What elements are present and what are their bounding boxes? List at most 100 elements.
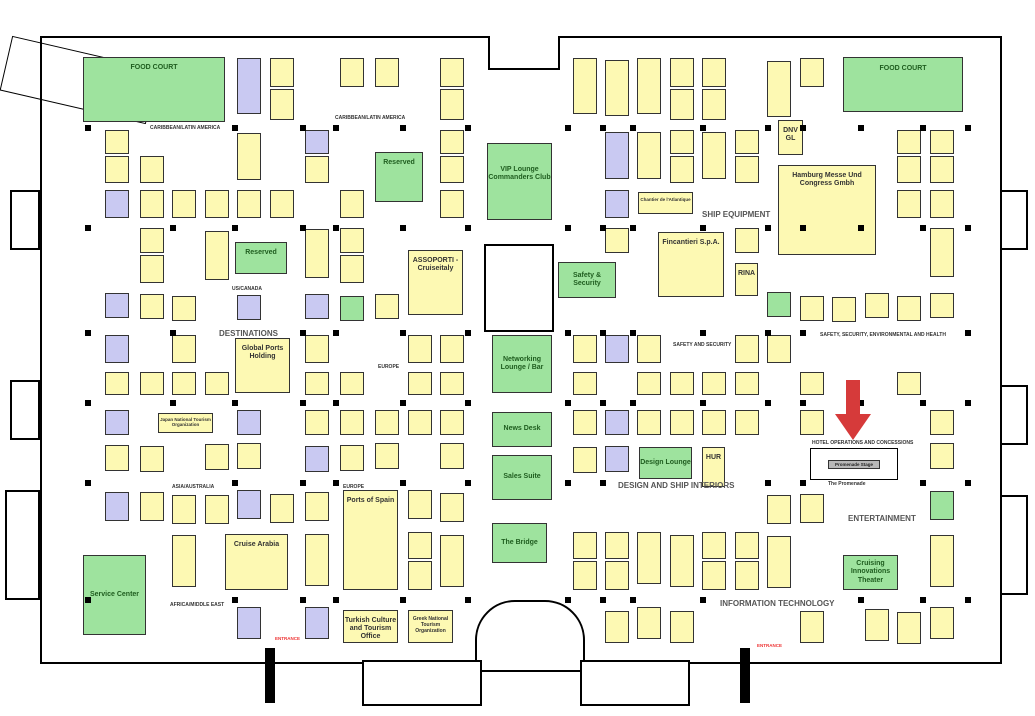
exhibitor-booth[interactable] <box>305 130 329 154</box>
exhibitor-booth[interactable] <box>105 130 129 154</box>
exhibitor-booth[interactable] <box>637 372 661 395</box>
exhibitor-booth[interactable] <box>440 410 464 435</box>
exhibitor-booth[interactable] <box>305 229 329 278</box>
exhibitor-booth[interactable] <box>140 156 164 183</box>
exhibitor-booth[interactable] <box>735 410 759 435</box>
exhibitor-booth[interactable] <box>440 335 464 363</box>
exhibitor-booth[interactable] <box>105 335 129 363</box>
exhibitor-booth[interactable] <box>340 58 364 87</box>
exhibitor-booth[interactable] <box>375 443 399 469</box>
exhibitor-booth[interactable] <box>270 58 294 87</box>
sales-suite[interactable]: Sales Suite <box>492 455 552 500</box>
exhibitor-booth[interactable] <box>237 58 261 114</box>
exhibitor-booth[interactable] <box>408 561 432 590</box>
exhibitor-booth[interactable] <box>305 492 329 521</box>
exhibitor-booth[interactable] <box>205 495 229 524</box>
exhibitor-booth[interactable] <box>105 190 129 218</box>
exhibitor-booth[interactable] <box>340 228 364 253</box>
exhibitor-booth[interactable] <box>172 190 196 218</box>
exhibitor-booth[interactable] <box>605 561 629 590</box>
exhibitor-booth[interactable] <box>670 58 694 87</box>
exhibitor-booth[interactable] <box>172 335 196 363</box>
the-bridge[interactable]: The Bridge <box>492 523 547 563</box>
exhibitor-booth[interactable] <box>305 156 329 183</box>
exhibitor-booth[interactable] <box>800 372 824 395</box>
service-center[interactable]: Service Center <box>83 555 146 635</box>
exhibitor-booth[interactable] <box>930 228 954 277</box>
exhibitor-booth[interactable] <box>172 535 196 587</box>
exhibitor-booth[interactable] <box>440 535 464 587</box>
fincantieri-booth[interactable]: Fincantieri S.p.A. <box>658 232 724 297</box>
exhibitor-booth[interactable] <box>140 190 164 218</box>
exhibitor-booth[interactable] <box>702 58 726 87</box>
exhibitor-booth[interactable] <box>702 410 726 435</box>
exhibitor-booth[interactable] <box>637 607 661 639</box>
exhibitor-booth[interactable] <box>340 296 364 321</box>
exhibitor-booth[interactable] <box>440 58 464 87</box>
exhibitor-booth[interactable] <box>105 156 129 183</box>
exhibitor-booth[interactable] <box>767 292 791 317</box>
global-ports-holding[interactable]: Global Ports Holding <box>235 338 290 393</box>
exhibitor-booth[interactable] <box>865 293 889 318</box>
exhibitor-booth[interactable] <box>440 493 464 522</box>
exhibitor-booth[interactable] <box>897 156 921 183</box>
exhibitor-booth[interactable] <box>930 190 954 218</box>
exhibitor-booth[interactable] <box>930 491 954 520</box>
exhibitor-booth[interactable] <box>897 190 921 218</box>
exhibitor-booth[interactable] <box>305 607 329 639</box>
design-lounge[interactable]: Design Lounge <box>639 447 692 479</box>
food-court-right[interactable]: FOOD COURT <box>843 57 963 112</box>
exhibitor-booth[interactable] <box>930 443 954 469</box>
exhibitor-booth[interactable] <box>605 190 629 218</box>
exhibitor-booth[interactable] <box>930 535 954 587</box>
exhibitor-booth[interactable] <box>340 372 364 395</box>
exhibitor-booth[interactable] <box>408 410 432 435</box>
exhibitor-booth[interactable] <box>637 58 661 114</box>
exhibitor-booth[interactable] <box>573 372 597 395</box>
exhibitor-booth[interactable] <box>637 335 661 363</box>
exhibitor-booth[interactable] <box>702 89 726 120</box>
exhibitor-booth[interactable] <box>205 190 229 218</box>
exhibitor-booth[interactable] <box>205 231 229 280</box>
exhibitor-booth[interactable] <box>172 372 196 395</box>
exhibitor-booth[interactable] <box>237 443 261 469</box>
exhibitor-booth[interactable] <box>105 445 129 471</box>
exhibitor-booth[interactable] <box>605 228 629 253</box>
exhibitor-booth[interactable] <box>237 607 261 639</box>
exhibitor-booth[interactable] <box>305 294 329 319</box>
exhibitor-booth[interactable] <box>702 372 726 395</box>
exhibitor-booth[interactable] <box>930 410 954 435</box>
networking-lounge[interactable]: Networking Lounge / Bar <box>492 335 552 393</box>
exhibitor-booth[interactable] <box>237 295 261 320</box>
exhibitor-booth[interactable] <box>605 60 629 116</box>
exhibitor-booth[interactable] <box>670 410 694 435</box>
exhibitor-booth[interactable] <box>670 372 694 395</box>
hur-booth[interactable]: HUR <box>702 447 725 487</box>
exhibitor-booth[interactable] <box>670 611 694 643</box>
exhibitor-booth[interactable] <box>237 190 261 218</box>
exhibitor-booth[interactable] <box>237 133 261 180</box>
exhibitor-booth[interactable] <box>930 156 954 183</box>
exhibitor-booth[interactable] <box>767 536 791 588</box>
reserved-585[interactable]: Reserved <box>235 242 287 274</box>
exhibitor-booth[interactable] <box>408 490 432 519</box>
exhibitor-booth[interactable] <box>408 372 432 395</box>
exhibitor-booth[interactable] <box>800 410 824 435</box>
promenade-stage[interactable]: Promenade Stage <box>828 460 880 469</box>
safety-security-area[interactable]: Safety & Security <box>558 262 616 298</box>
exhibitor-booth[interactable] <box>702 132 726 179</box>
exhibitor-booth[interactable] <box>930 293 954 318</box>
food-court-left[interactable]: FOOD COURT <box>83 57 225 122</box>
exhibitor-booth[interactable] <box>140 372 164 395</box>
exhibitor-booth[interactable] <box>800 494 824 523</box>
exhibitor-booth[interactable] <box>735 532 759 559</box>
exhibitor-booth[interactable] <box>270 89 294 120</box>
reserved-area[interactable]: Reserved <box>375 152 423 202</box>
ports-of-spain[interactable]: Ports of Spain <box>343 490 398 590</box>
exhibitor-booth[interactable] <box>375 294 399 319</box>
exhibitor-booth[interactable] <box>408 532 432 559</box>
exhibitor-booth[interactable] <box>767 335 791 363</box>
exhibitor-booth[interactable] <box>832 297 856 322</box>
exhibitor-booth[interactable] <box>637 410 661 435</box>
exhibitor-booth[interactable] <box>340 445 364 471</box>
